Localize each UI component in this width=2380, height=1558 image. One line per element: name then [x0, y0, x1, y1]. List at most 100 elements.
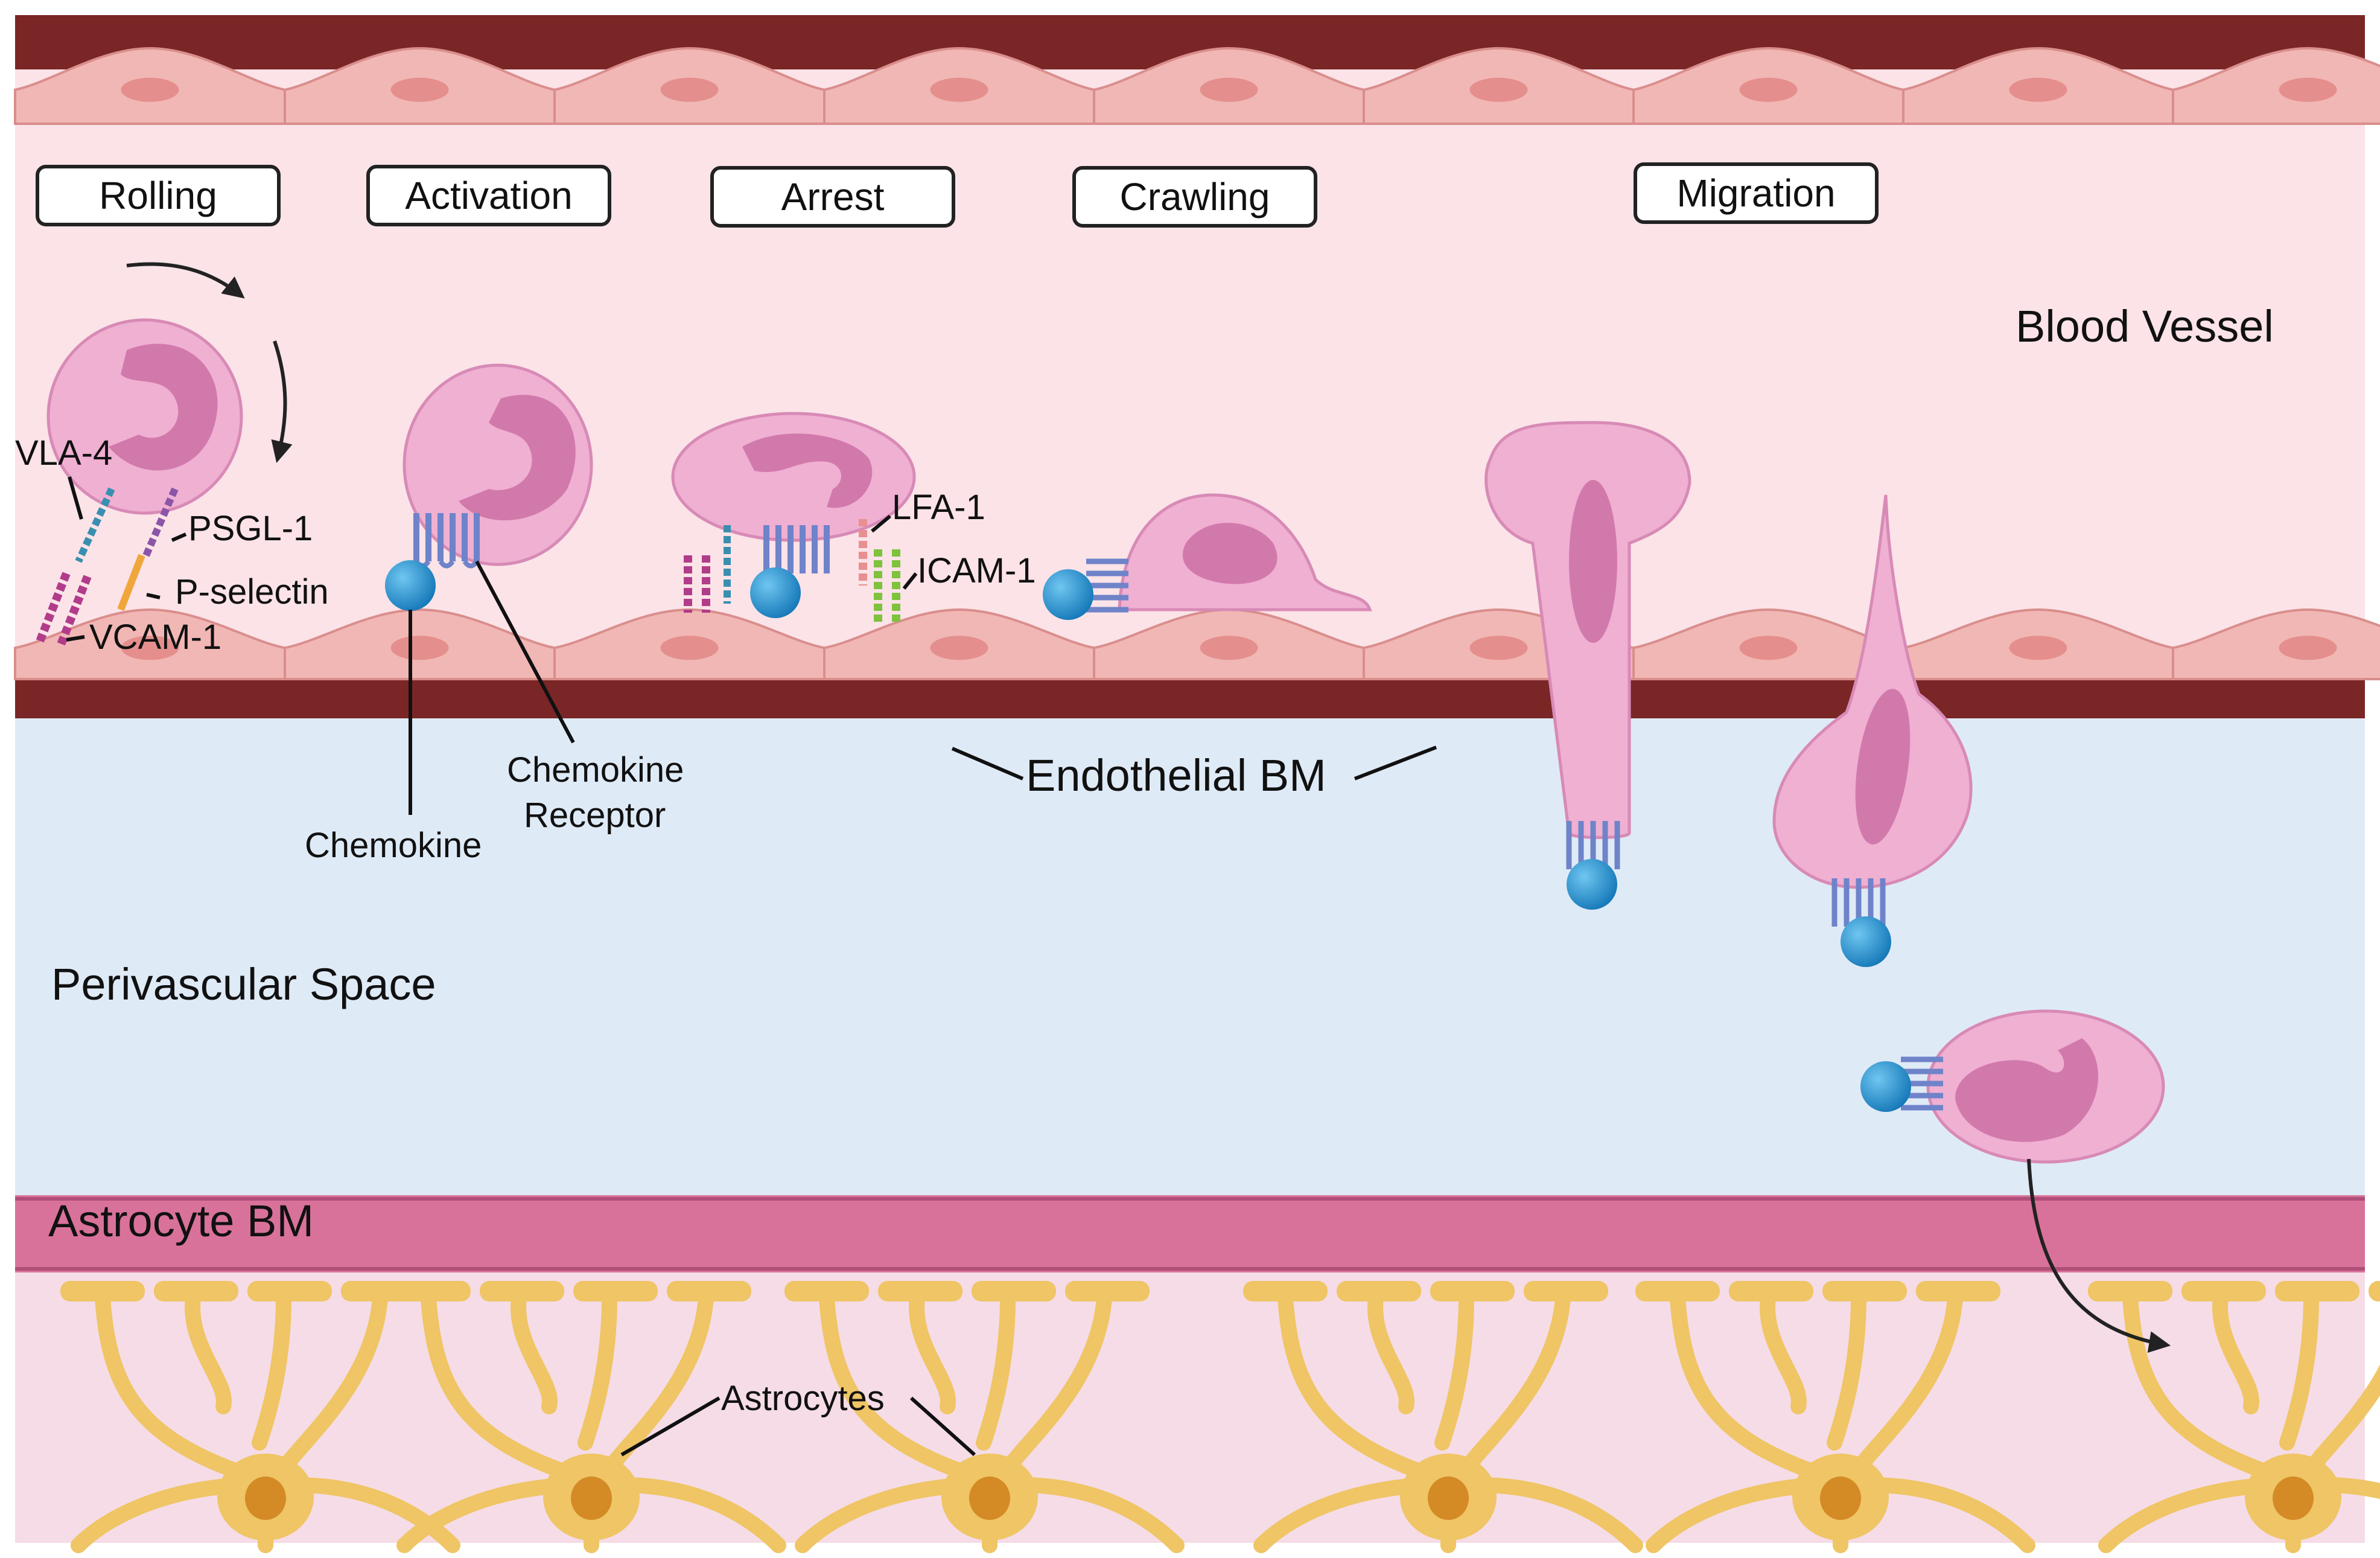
psgl1-molecule: [141, 487, 179, 560]
vla4-pointer: [68, 476, 83, 520]
brain-parenchyma: [15, 1272, 2365, 1543]
activation-chemokine: [385, 560, 436, 611]
astrocyte: [784, 1281, 1185, 1553]
astrocyte-nucleus: [245, 1477, 286, 1520]
stage-activation-label: Activation: [405, 174, 572, 217]
migrating-2-chemokine-receptor: [1831, 878, 1886, 927]
astrocyte: [60, 1281, 460, 1553]
crawling-chemokine: [1043, 569, 1093, 620]
migrating-2-chemokine: [1841, 916, 1891, 967]
activation-leukocyte: [402, 363, 593, 566]
astrocyte-nucleus: [1428, 1477, 1469, 1520]
astrocytes-label: Astrocytes: [721, 1379, 885, 1418]
stage-crawling-box: Crawling: [1072, 166, 1317, 228]
astrocyte-nucleus: [1820, 1477, 1861, 1520]
bottom-endothelium: [14, 608, 2380, 680]
chemokine-label: Chemokine: [305, 826, 482, 865]
perivascular-leukocyte: [1926, 1009, 2165, 1164]
crawling-leukocyte: [1118, 493, 1372, 611]
pselectin-pointer: [146, 593, 161, 599]
astrocyte-nucleus: [969, 1477, 1010, 1520]
vcam1-label: VCAM-1: [89, 618, 221, 657]
top-endothelial-cell: [2172, 46, 2380, 125]
astrocyte: [1635, 1281, 2035, 1553]
rolling-leukocyte: [46, 318, 243, 515]
bottom-endothelial-nucleus: [1739, 636, 1798, 660]
rolling-arrow-1: [126, 262, 245, 299]
astrocyte-layer: [60, 1281, 2380, 1553]
stage-activation-box: Activation: [366, 165, 611, 226]
astrocyte-nucleus: [571, 1477, 612, 1520]
perivascular-chemokine: [1860, 1061, 1911, 1112]
astrocyte-basement-membrane: [15, 1195, 2365, 1272]
arrest-chemokine-receptor: [763, 525, 830, 573]
bottom-endothelial-nucleus: [1200, 636, 1258, 660]
astrocyte-nucleus: [2273, 1477, 2314, 1520]
stage-arrest-box: Arrest: [710, 166, 955, 228]
bottom-endothelial-nucleus: [2279, 636, 2337, 660]
rolling-arrow-2: [271, 340, 293, 463]
vla4-molecule: [75, 487, 115, 563]
psgl1-label: PSGL-1: [188, 509, 313, 548]
icam1-label: ICAM-1: [917, 551, 1036, 590]
bottom-endothelial-nucleus: [390, 636, 449, 660]
astrocytes-pointer-right: [909, 1396, 976, 1457]
icam1-pointer: [902, 572, 918, 590]
crawling-chemokine-receptor: [1086, 558, 1128, 613]
migrating-leukocyte-1: [1484, 421, 1691, 839]
stage-rolling-box: Rolling: [36, 165, 281, 226]
migration-arrow: [2027, 1158, 2171, 1353]
top-endothelial-nucleus: [930, 77, 988, 102]
migrating-1-chemokine: [1567, 859, 1617, 910]
psgl1-pointer: [171, 532, 187, 542]
astrocyte: [1243, 1281, 1643, 1553]
chemokine-receptor-pointer: [475, 560, 575, 744]
top-endothelial-nucleus: [1739, 77, 1798, 102]
astrocyte: [2088, 1281, 2380, 1553]
vcam1-pointer: [66, 635, 85, 642]
stage-migration-box: Migration: [1634, 162, 1879, 224]
astrocytes-pointer-left: [620, 1396, 721, 1457]
top-endothelial-nucleus: [2009, 77, 2067, 102]
endothelial-bm-label: Endothelial BM: [1026, 750, 1326, 800]
astrocyte-bm-label: Astrocyte BM: [48, 1196, 314, 1246]
pselectin-molecule: [117, 554, 145, 611]
lfa1-label: LFA-1: [892, 488, 985, 527]
bottom-endothelial-nucleus: [2009, 636, 2067, 660]
perivascular-space-label: Perivascular Space: [51, 959, 436, 1009]
top-endothelium: [14, 46, 2380, 125]
chemokine-receptor-label-line2: Receptor: [524, 796, 666, 835]
endothelial-bm-pointer-right: [1354, 745, 1437, 781]
perivascular-chemokine-receptor: [1901, 1056, 1943, 1111]
astrocyte: [386, 1281, 786, 1553]
top-endothelial-nucleus: [1469, 77, 1528, 102]
migrating-1-chemokine-receptor: [1566, 821, 1620, 869]
top-endothelial-nucleus: [121, 77, 179, 102]
arrest-leukocyte: [671, 412, 916, 542]
top-endothelial-nucleus: [660, 77, 719, 102]
top-endothelial-nucleus: [1200, 77, 1258, 102]
stage-crawling-label: Crawling: [1120, 175, 1270, 219]
blood-vessel-label: Blood Vessel: [2016, 301, 2274, 351]
stage-migration-label: Migration: [1676, 171, 1835, 215]
vcam1-molecules: [35, 572, 92, 648]
bottom-endothelial-nucleus: [1469, 636, 1528, 660]
bottom-endothelial-nucleus: [121, 636, 179, 660]
icam1-molecules: [874, 549, 900, 625]
vla4-label: VLA-4: [15, 433, 112, 473]
arrest-vcam1: [684, 525, 731, 613]
lfa1-pointer: [871, 514, 891, 533]
bottom-endothelial-nucleus: [930, 636, 988, 660]
chemokine-receptor-label-line1: Chemokine: [507, 750, 684, 790]
pselectin-label: P-selectin: [175, 572, 329, 611]
migrating-leukocyte-2: [1772, 494, 1973, 889]
arrest-chemokine: [750, 567, 801, 618]
bottom-endothelial-cell: [2172, 608, 2380, 680]
stage-arrest-label: Arrest: [781, 175, 885, 219]
bottom-endothelial-nucleus: [660, 636, 719, 660]
endothelial-bm-pointer-left: [951, 747, 1024, 781]
top-endothelial-nucleus: [390, 77, 449, 102]
top-endothelial-nucleus: [2279, 77, 2337, 102]
stage-rolling-label: Rolling: [99, 174, 217, 217]
